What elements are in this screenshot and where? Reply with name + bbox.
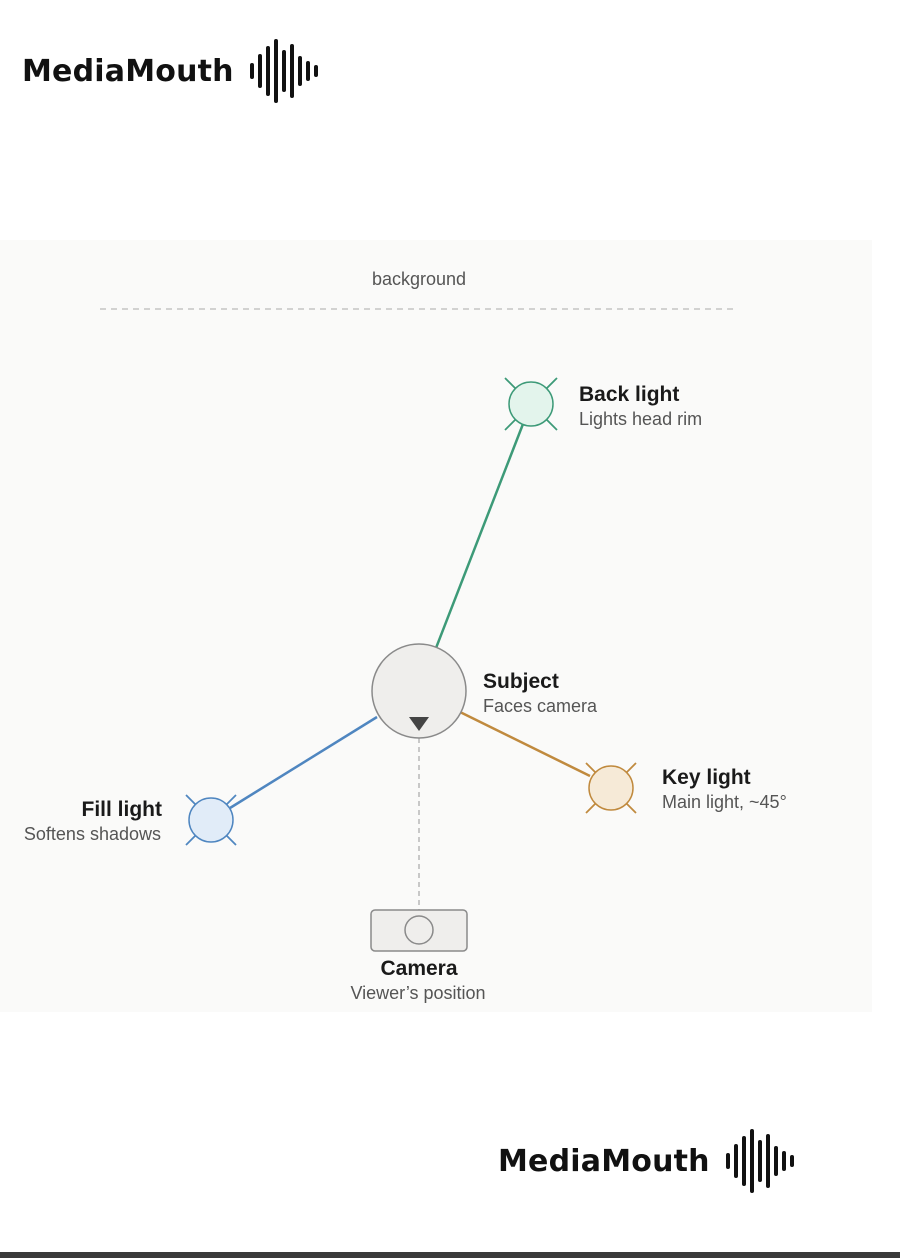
- subject-subtitle: Faces camera: [483, 696, 598, 716]
- bottom-divider: [0, 1252, 900, 1258]
- fill-light-title: Fill light: [82, 798, 162, 821]
- background-label: background: [372, 269, 466, 289]
- fill-light-beam: [229, 715, 378, 810]
- soundwave-icon: [249, 39, 318, 103]
- camera-subtitle: Viewer’s position: [350, 983, 485, 1003]
- key-light-beam: [459, 710, 591, 778]
- key-light-title: Key light: [662, 766, 751, 789]
- key-light-node: [585, 762, 637, 814]
- back-light-node: [504, 377, 558, 431]
- key-light-subtitle: Main light, ~45°: [662, 792, 787, 812]
- back-light-subtitle: Lights head rim: [579, 409, 702, 429]
- brand-name: MediaMouth: [22, 53, 234, 89]
- soundwave-icon: [725, 1129, 794, 1193]
- fill-light-node: [185, 794, 237, 846]
- diagram-panel: [0, 240, 872, 1012]
- back-light-beam: [434, 423, 525, 649]
- camera-node: [370, 909, 468, 952]
- key-light-lamp-icon: [588, 765, 634, 811]
- brand-name: MediaMouth: [498, 1143, 710, 1179]
- fill-light-lamp-icon: [188, 797, 234, 843]
- fill-light-subtitle: Softens shadows: [24, 824, 161, 844]
- camera-title: Camera: [380, 957, 457, 980]
- brand-logo-top: MediaMouth: [22, 38, 324, 104]
- back-light-lamp-icon: [508, 381, 554, 427]
- subject-title: Subject: [483, 670, 559, 693]
- back-light-title: Back light: [579, 383, 679, 406]
- facing-direction-icon: [409, 717, 429, 731]
- camera-lens-icon: [404, 915, 434, 945]
- subject-node: [371, 643, 467, 739]
- brand-logo-bottom: MediaMouth: [498, 1128, 800, 1194]
